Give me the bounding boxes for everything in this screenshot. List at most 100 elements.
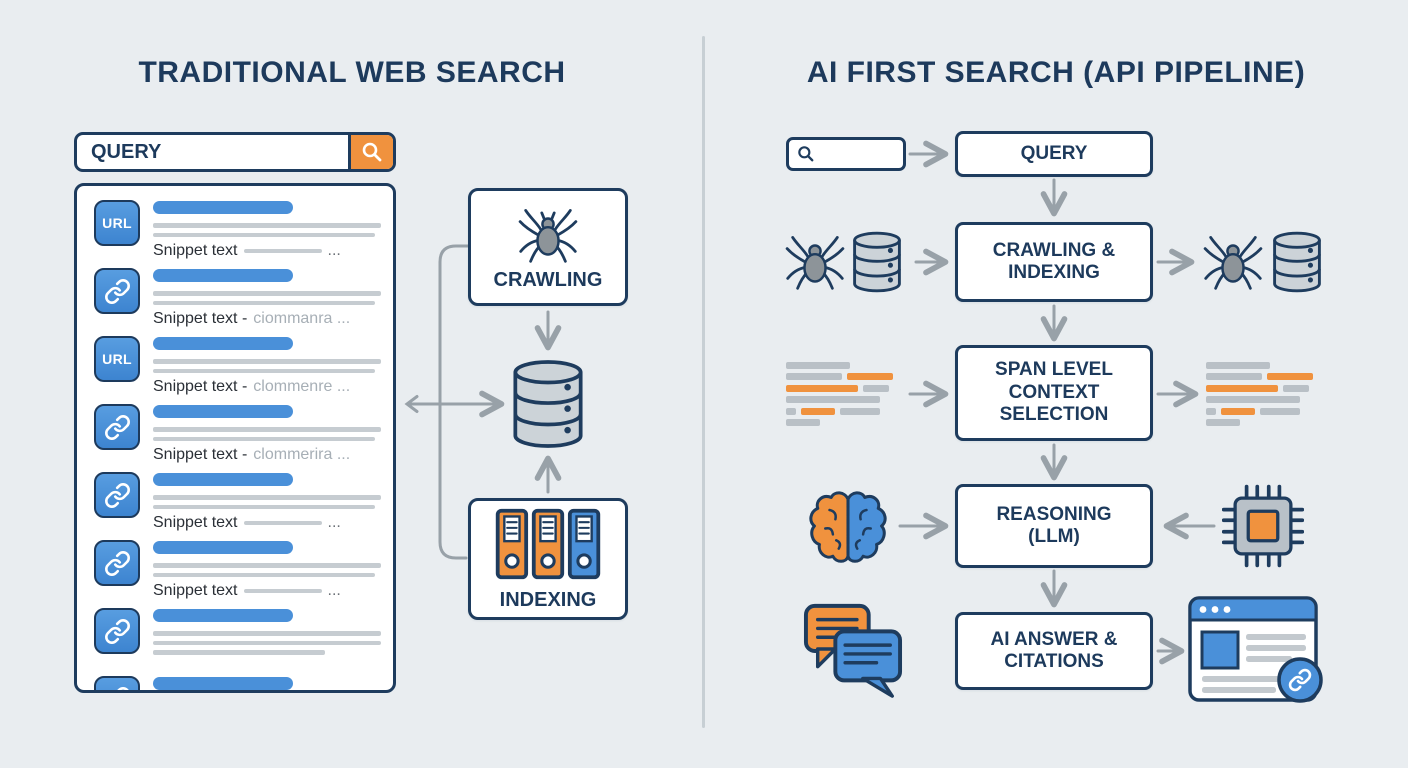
span-bar bbox=[840, 407, 880, 415]
panel-divider bbox=[702, 36, 705, 728]
link-icon bbox=[94, 540, 140, 586]
list-item: Snippet text - clommerira ... bbox=[94, 404, 381, 472]
chat-bubbles-icon bbox=[803, 603, 903, 698]
span-bar bbox=[1206, 362, 1270, 369]
list-item: URL Snippet text - clommenre ... bbox=[94, 336, 381, 404]
link-icon bbox=[94, 676, 140, 690]
crawling-indexing-node: CRAWLING & INDEXING bbox=[955, 222, 1153, 302]
spider-icon bbox=[518, 208, 578, 263]
search-bar[interactable]: QUERY bbox=[74, 132, 396, 172]
snippet-line: Snippet text - clommerira ... bbox=[153, 446, 379, 464]
result-title-bar bbox=[153, 269, 293, 282]
span-bar bbox=[1260, 407, 1300, 415]
link-icon bbox=[94, 268, 140, 314]
spider-icon bbox=[785, 236, 845, 290]
span-bar-highlight bbox=[786, 384, 858, 392]
mini-search-input[interactable] bbox=[786, 137, 906, 171]
link-badge-icon bbox=[1277, 657, 1323, 703]
result-title-bar bbox=[153, 677, 293, 690]
snippet-line: Snippet text ... bbox=[153, 514, 379, 532]
text-line bbox=[153, 495, 381, 500]
result-title-bar bbox=[153, 201, 293, 214]
text-line bbox=[153, 436, 375, 441]
chip-icon bbox=[1222, 484, 1304, 568]
list-item: Snippet text ... bbox=[94, 540, 381, 608]
span-bar bbox=[863, 384, 889, 392]
reasoning-node: REASONING (LLM) bbox=[955, 484, 1153, 568]
span-bar bbox=[786, 407, 796, 415]
url-badge: URL bbox=[94, 200, 140, 246]
result-content: Snippet text ... bbox=[153, 200, 381, 268]
result-title-bar bbox=[153, 609, 293, 622]
ellipsis: ... bbox=[327, 582, 341, 599]
span-bar bbox=[786, 418, 820, 426]
result-content bbox=[153, 676, 379, 690]
text-line bbox=[153, 572, 375, 577]
span-bar bbox=[1206, 373, 1262, 381]
span-bar bbox=[1206, 396, 1300, 404]
database-icon bbox=[1273, 231, 1321, 293]
search-query-text: QUERY bbox=[91, 140, 162, 163]
snippet-bar bbox=[243, 589, 322, 593]
result-content: Snippet text - clommenre ... bbox=[153, 336, 381, 404]
snippet-gray-text: ciommanra ... bbox=[253, 310, 351, 327]
snippet-line: Snippet text - ciommanra ... bbox=[153, 310, 379, 328]
search-icon bbox=[362, 142, 382, 162]
answer-citations-node: AI ANSWER & CITATIONS bbox=[955, 612, 1153, 690]
snippet-text: Snippet text - bbox=[153, 310, 248, 327]
span-bar bbox=[786, 362, 850, 369]
text-line bbox=[153, 631, 381, 636]
text-line bbox=[153, 504, 375, 509]
crawling-label: CRAWLING bbox=[493, 268, 603, 291]
list-item: Snippet text ... bbox=[94, 472, 381, 540]
text-line bbox=[153, 650, 325, 655]
browser-window-icon bbox=[1188, 596, 1323, 703]
result-content: Snippet text ... bbox=[153, 540, 381, 608]
snippet-gray-text: clommerira ... bbox=[253, 446, 351, 463]
span-bar bbox=[786, 396, 880, 404]
span-bar bbox=[1206, 418, 1240, 426]
database-icon bbox=[513, 360, 583, 448]
snippet-line: Snippet text - clommenre ... bbox=[153, 378, 379, 396]
result-title-bar bbox=[153, 405, 293, 418]
snippet-line: Snippet text ... bbox=[153, 582, 379, 600]
span-bar-highlight bbox=[1221, 407, 1255, 415]
list-item: Snippet text - ciommanra ... bbox=[94, 268, 381, 336]
ellipsis: ... bbox=[327, 514, 341, 531]
url-badge: URL bbox=[94, 336, 140, 382]
search-icon bbox=[798, 146, 814, 162]
text-line bbox=[153, 300, 375, 305]
span-bar-highlight bbox=[1267, 373, 1313, 381]
ellipsis: ... bbox=[327, 242, 341, 259]
result-content: Snippet text ... bbox=[153, 472, 381, 540]
span-bar-highlight bbox=[1206, 384, 1278, 392]
search-button[interactable] bbox=[348, 135, 393, 169]
list-item bbox=[94, 608, 381, 676]
text-spans-icon bbox=[786, 362, 898, 426]
result-title-bar bbox=[153, 541, 293, 554]
result-content: Snippet text - clommerira ... bbox=[153, 404, 381, 472]
snippet-text: Snippet text - bbox=[153, 446, 248, 463]
text-line bbox=[153, 563, 381, 568]
span-bar bbox=[1206, 407, 1216, 415]
span-bar-highlight bbox=[801, 407, 835, 415]
indexing-label: INDEXING bbox=[499, 589, 597, 611]
span-selection-node: SPAN LEVEL CONTEXT SELECTION bbox=[955, 345, 1153, 441]
database-icon bbox=[853, 231, 901, 293]
right-title: AI FIRST SEARCH (API PIPELINE) bbox=[806, 56, 1306, 89]
text-line bbox=[153, 640, 381, 645]
indexing-node: INDEXING bbox=[468, 498, 628, 620]
snippet-text: Snippet text bbox=[153, 582, 238, 599]
span-bar bbox=[1283, 384, 1309, 392]
result-content: Snippet text - ciommanra ... bbox=[153, 268, 381, 336]
link-icon bbox=[94, 404, 140, 450]
query-node: QUERY bbox=[955, 131, 1153, 177]
result-title-bar bbox=[153, 337, 293, 350]
span-bar bbox=[786, 373, 842, 381]
crawling-node: CRAWLING bbox=[468, 188, 628, 306]
list-item: URL Snippet text ... bbox=[94, 200, 381, 268]
result-title-bar bbox=[153, 473, 293, 486]
binders-icon bbox=[495, 508, 601, 580]
left-title: TRADITIONAL WEB SEARCH bbox=[138, 56, 566, 89]
